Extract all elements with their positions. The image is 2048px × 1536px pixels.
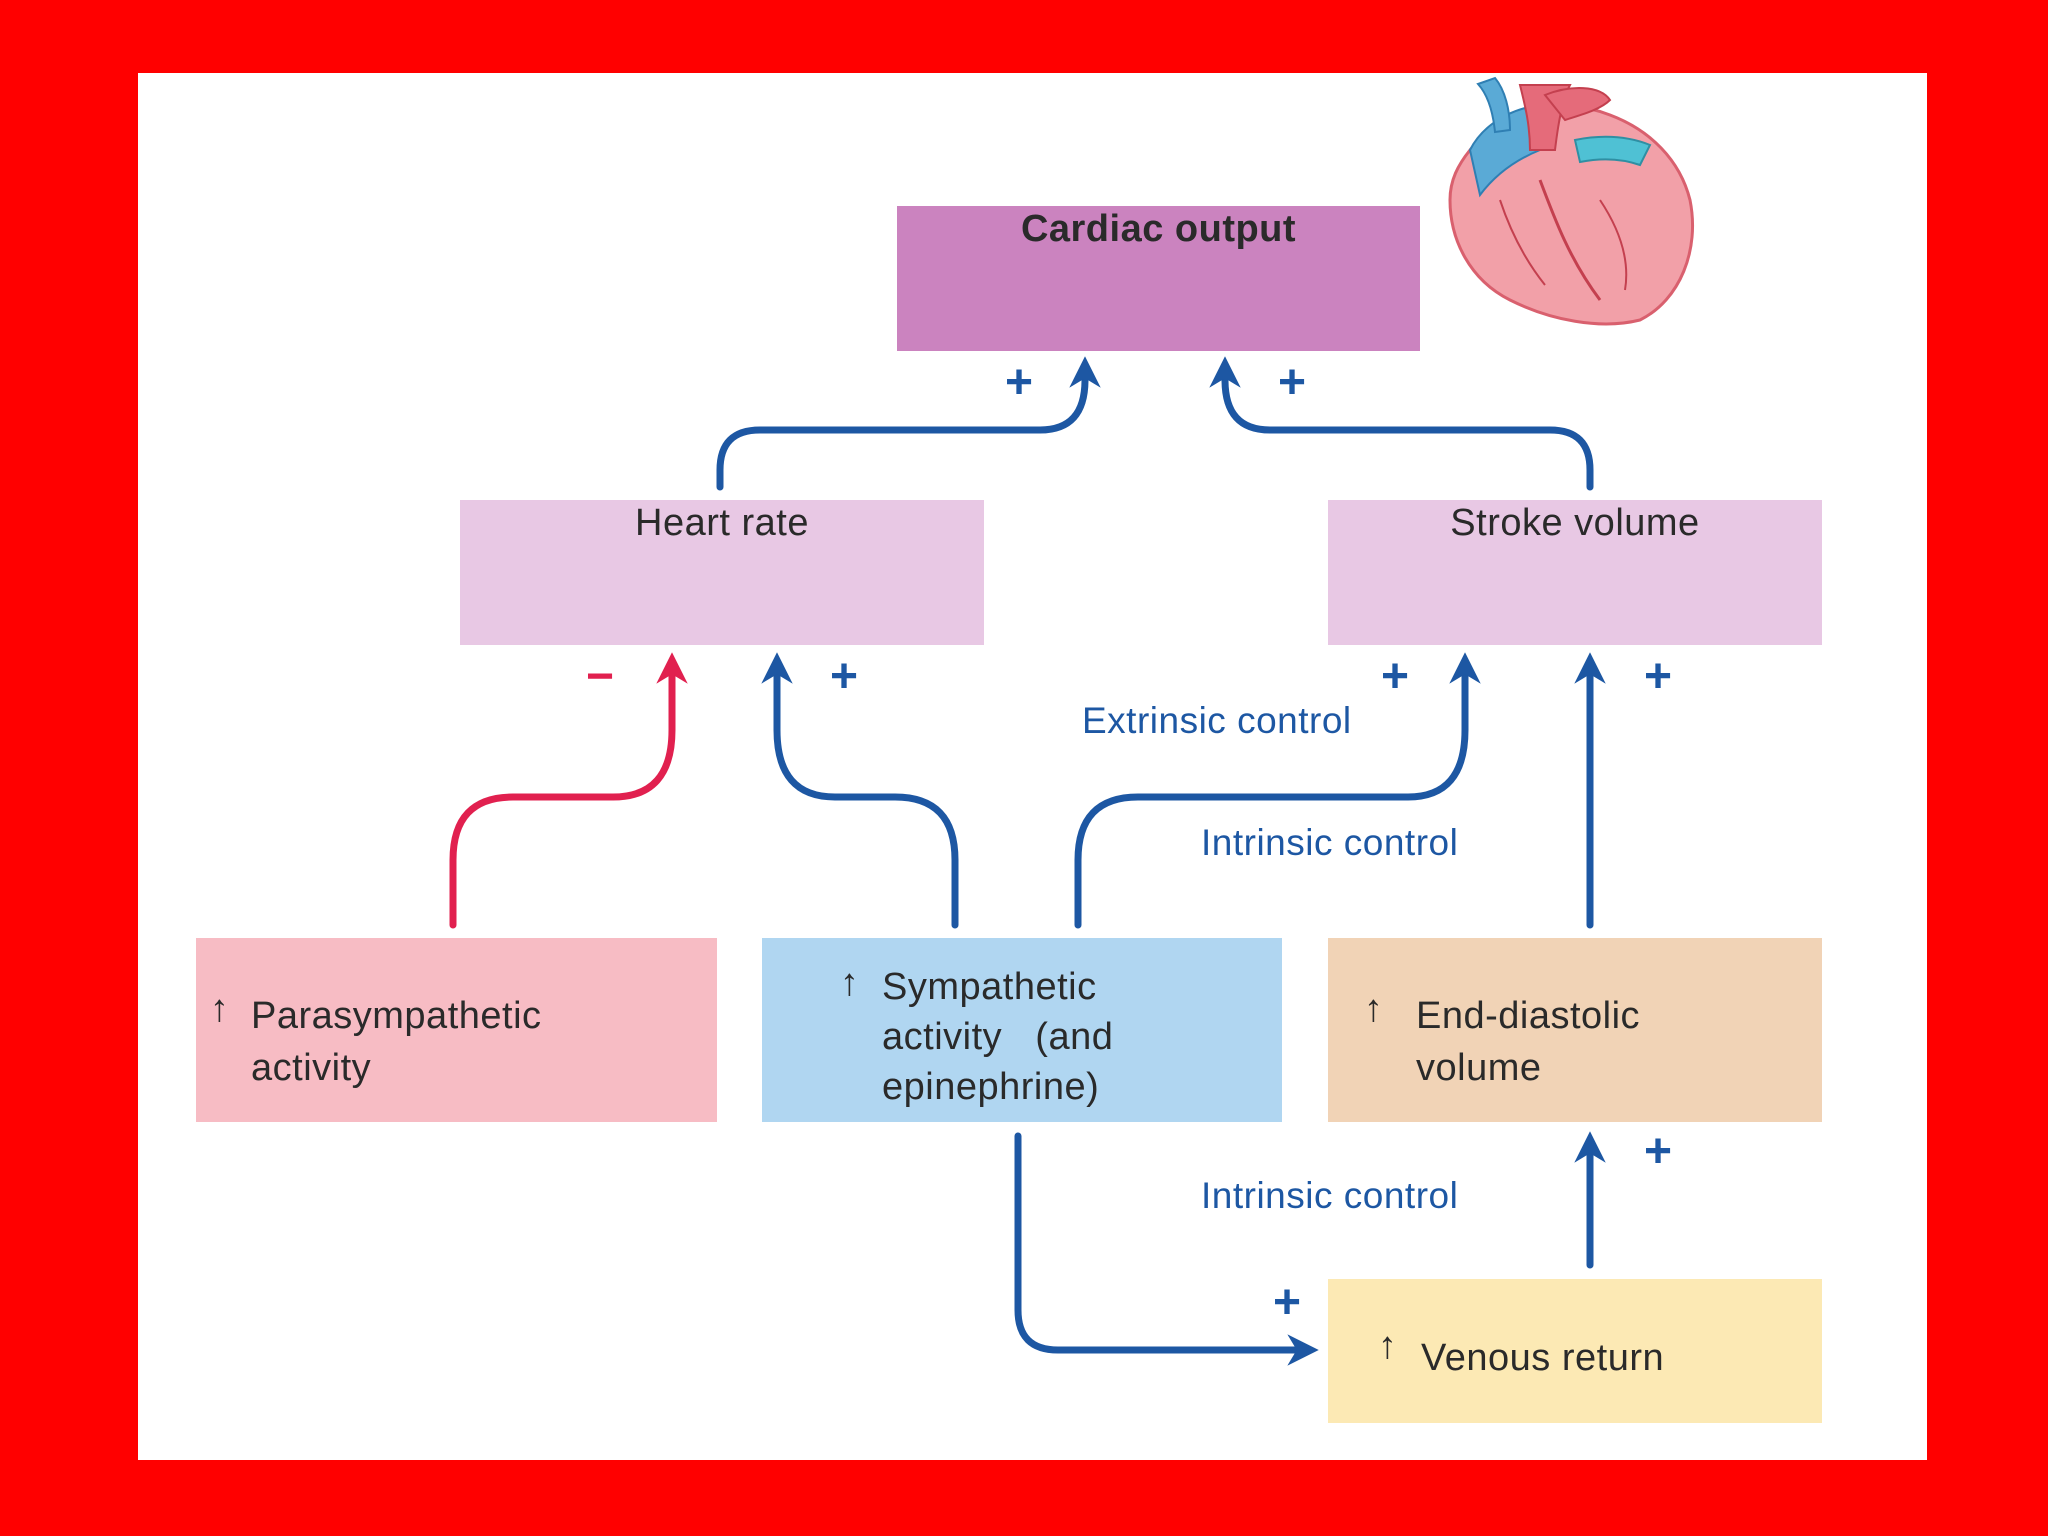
minus-sign: − bbox=[586, 650, 614, 703]
end-diastolic-line-1: End-diastolic bbox=[1416, 995, 1641, 1037]
arrow-parasympathetic-to-heart-rate bbox=[449, 652, 688, 929]
heart-illustration-icon bbox=[1448, 76, 1695, 326]
plus-sign: + bbox=[1644, 650, 1672, 703]
plus-sign: + bbox=[1273, 1276, 1301, 1329]
parasympathetic-line-1: Parasympathetic bbox=[251, 995, 542, 1037]
stroke-volume-label: Stroke volume bbox=[1450, 502, 1700, 544]
sympathetic-line-3: epinephrine) bbox=[882, 1066, 1100, 1108]
heart-rate-box: Heart rate bbox=[460, 500, 984, 645]
cardiac-output-label: Cardiac output bbox=[1020, 208, 1297, 250]
plus-sign: + bbox=[1644, 1125, 1672, 1178]
cardiac-output-box: Cardiac output bbox=[897, 206, 1420, 351]
plus-sign: + bbox=[1005, 356, 1033, 409]
sympathetic-activity-label: Sympathetic activity (and epinephrine) bbox=[882, 962, 1113, 1112]
increase-arrow-icon: ↑ bbox=[210, 988, 229, 1030]
heart-rate-label: Heart rate bbox=[635, 502, 809, 544]
end-diastolic-volume-label: End-diastolic volume bbox=[1416, 990, 1640, 1094]
arrow-sympathetic-to-stroke-volume bbox=[1074, 652, 1481, 929]
increase-arrow-icon: ↑ bbox=[1364, 988, 1383, 1030]
sympathetic-line-1: Sympathetic bbox=[882, 966, 1097, 1008]
venous-return-label: Venous return bbox=[1421, 1337, 1665, 1379]
increase-arrow-icon: ↑ bbox=[840, 962, 859, 1004]
sympathetic-activity-box: ↑ Sympathetic activity (and epinephrine) bbox=[762, 938, 1282, 1122]
plus-sign: + bbox=[1278, 356, 1306, 409]
parasympathetic-activity-box: ↑ Parasympathetic activity bbox=[196, 938, 717, 1122]
arrow-stroke-volume-to-cardiac-output bbox=[1209, 356, 1594, 491]
increase-arrow-icon: ↑ bbox=[1378, 1325, 1397, 1367]
end-diastolic-line-2: volume bbox=[1416, 1047, 1542, 1089]
parasympathetic-activity-label: Parasympathetic activity bbox=[251, 990, 542, 1094]
arrow-sympathetic-to-heart-rate bbox=[761, 652, 959, 929]
sympathetic-line-2: activity (and bbox=[882, 1016, 1114, 1058]
extrinsic-control-label: Extrinsic control bbox=[1082, 700, 1352, 741]
intrinsic-control-label-lower: Intrinsic control bbox=[1201, 1175, 1459, 1216]
plus-sign: + bbox=[830, 650, 858, 703]
stroke-volume-box: Stroke volume bbox=[1328, 500, 1822, 645]
end-diastolic-volume-box: ↑ End-diastolic volume bbox=[1328, 938, 1822, 1122]
parasympathetic-line-2: activity bbox=[251, 1047, 372, 1089]
arrow-heart-rate-to-cardiac-output bbox=[716, 356, 1101, 491]
plus-sign: + bbox=[1381, 650, 1409, 703]
arrow-sympathetic-to-venous-return bbox=[1014, 1132, 1319, 1366]
intrinsic-control-label-upper: Intrinsic control bbox=[1201, 822, 1459, 863]
venous-return-box: ↑ Venous return bbox=[1328, 1279, 1822, 1423]
